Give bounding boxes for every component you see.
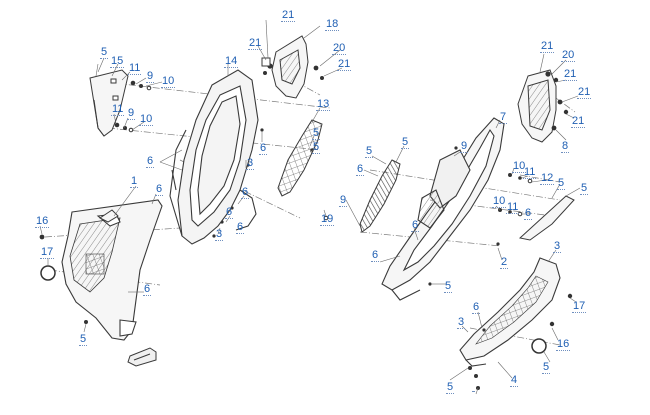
callout-6[interactable]: 6 — [411, 219, 420, 232]
callout-10[interactable]: 11 — [523, 166, 537, 179]
part-8-side-panel — [381, 117, 505, 301]
callout-10[interactable]: 10 — [139, 113, 154, 126]
callout-1[interactable]: 6 — [155, 183, 164, 196]
callout-3[interactable]: 16 — [35, 215, 50, 228]
callout-6[interactable]: 9 — [460, 140, 469, 153]
callout-14[interactable]: 14 — [224, 55, 239, 68]
callout-21[interactable]: 21 — [571, 115, 586, 128]
callout-4[interactable] — [472, 391, 474, 392]
callout-9[interactable]: 10 — [512, 160, 527, 173]
callout-21[interactable]: 20 — [561, 49, 576, 62]
part-14-inner-frame — [169, 69, 259, 245]
callout-16[interactable]: 5 — [542, 361, 551, 374]
part-12-trim — [518, 195, 575, 241]
callout-16[interactable]: 17 — [40, 246, 55, 259]
callout-6[interactable]: 6 — [241, 186, 250, 199]
callout-11[interactable]: 11 — [128, 62, 142, 75]
grommet-16-right — [531, 338, 547, 354]
callout-8[interactable]: 7 — [499, 111, 508, 124]
screw-3-left — [39, 234, 45, 240]
screw-6-left — [84, 320, 88, 324]
part-15-side-cover — [89, 69, 129, 137]
callout-17[interactable]: 6 — [472, 301, 481, 314]
callout-11[interactable]: 6 — [524, 207, 533, 220]
callout-6[interactable]: 3 — [457, 316, 466, 329]
callout-21[interactable]: 8 — [561, 140, 570, 153]
part-18-upper-bracket — [261, 35, 309, 99]
callout-6[interactable]: 5 — [79, 333, 88, 346]
callout-6[interactable]: 5 — [444, 280, 453, 293]
callout-6[interactable]: 6 — [259, 142, 268, 155]
part-2-lower-cover — [459, 257, 561, 367]
part-1-front-lower-panel — [61, 199, 163, 341]
callout-5[interactable]: 5 — [365, 145, 374, 158]
callout-5[interactable]: 9 — [339, 194, 348, 207]
grommet-16-left — [40, 265, 56, 281]
callout-20[interactable]: 20 — [332, 42, 347, 55]
callout-5[interactable]: 6 — [146, 155, 155, 168]
callout-19[interactable]: 21 — [540, 40, 555, 53]
small-block — [127, 347, 157, 367]
callout-5[interactable]: 5 — [312, 127, 321, 140]
callout-17[interactable]: 6 — [143, 283, 152, 296]
callout-9[interactable]: 10 — [492, 195, 507, 208]
callout-12[interactable]: 5 — [557, 177, 566, 190]
callout-3[interactable]: 1 — [130, 175, 139, 188]
callout-5[interactable]: 5 — [312, 141, 321, 154]
callout-5[interactable]: 5 — [580, 182, 589, 195]
callout-2[interactable]: 3 — [553, 240, 562, 253]
callout-11[interactable]: 12 — [540, 172, 555, 185]
callout-18[interactable]: 18 — [325, 18, 340, 31]
callout-21[interactable]: 21 — [281, 9, 296, 22]
callout-6[interactable]: 6 — [236, 221, 245, 234]
callout-6[interactable]: 3 — [215, 228, 224, 241]
callout-21[interactable]: 21 — [248, 37, 263, 50]
callout-21[interactable]: 21 — [577, 86, 592, 99]
part-19-bracket — [517, 69, 557, 143]
callout-5[interactable]: 5 — [100, 46, 109, 59]
callout-21[interactable]: 21 — [337, 58, 352, 71]
callout-11[interactable]: 11 — [111, 103, 125, 116]
fasteners-lower-right — [468, 293, 573, 390]
callout-3[interactable]: 16 — [556, 338, 571, 351]
callout-5[interactable]: 19 — [320, 213, 335, 226]
callout-15[interactable]: 15 — [110, 55, 125, 68]
fasteners-right — [428, 71, 569, 286]
callout-5[interactable]: 6 — [356, 163, 365, 176]
callout-10[interactable]: 11 — [506, 201, 520, 214]
part-3-clip — [99, 209, 119, 223]
callout-13[interactable]: 13 — [316, 98, 331, 111]
callout-5[interactable]: 5 — [446, 381, 455, 394]
callout-5[interactable]: 4 — [510, 374, 519, 387]
callout-9[interactable]: 9 — [146, 70, 155, 83]
part-13-grille — [277, 119, 323, 197]
callout-3[interactable]: 17 — [572, 300, 587, 313]
callout-5[interactable]: 2 — [500, 256, 509, 269]
callout-10[interactable]: 10 — [161, 75, 176, 88]
callout-6[interactable]: 6 — [371, 249, 380, 262]
callout-6[interactable]: 6 — [225, 206, 234, 219]
leader-lines — [39, 19, 581, 395]
callout-9[interactable]: 9 — [127, 107, 136, 120]
part-7-grille — [359, 159, 401, 233]
callout-20[interactable]: 21 — [563, 68, 578, 81]
callout-7[interactable]: 5 — [401, 136, 410, 149]
callout-6[interactable]: 3 — [246, 157, 255, 170]
